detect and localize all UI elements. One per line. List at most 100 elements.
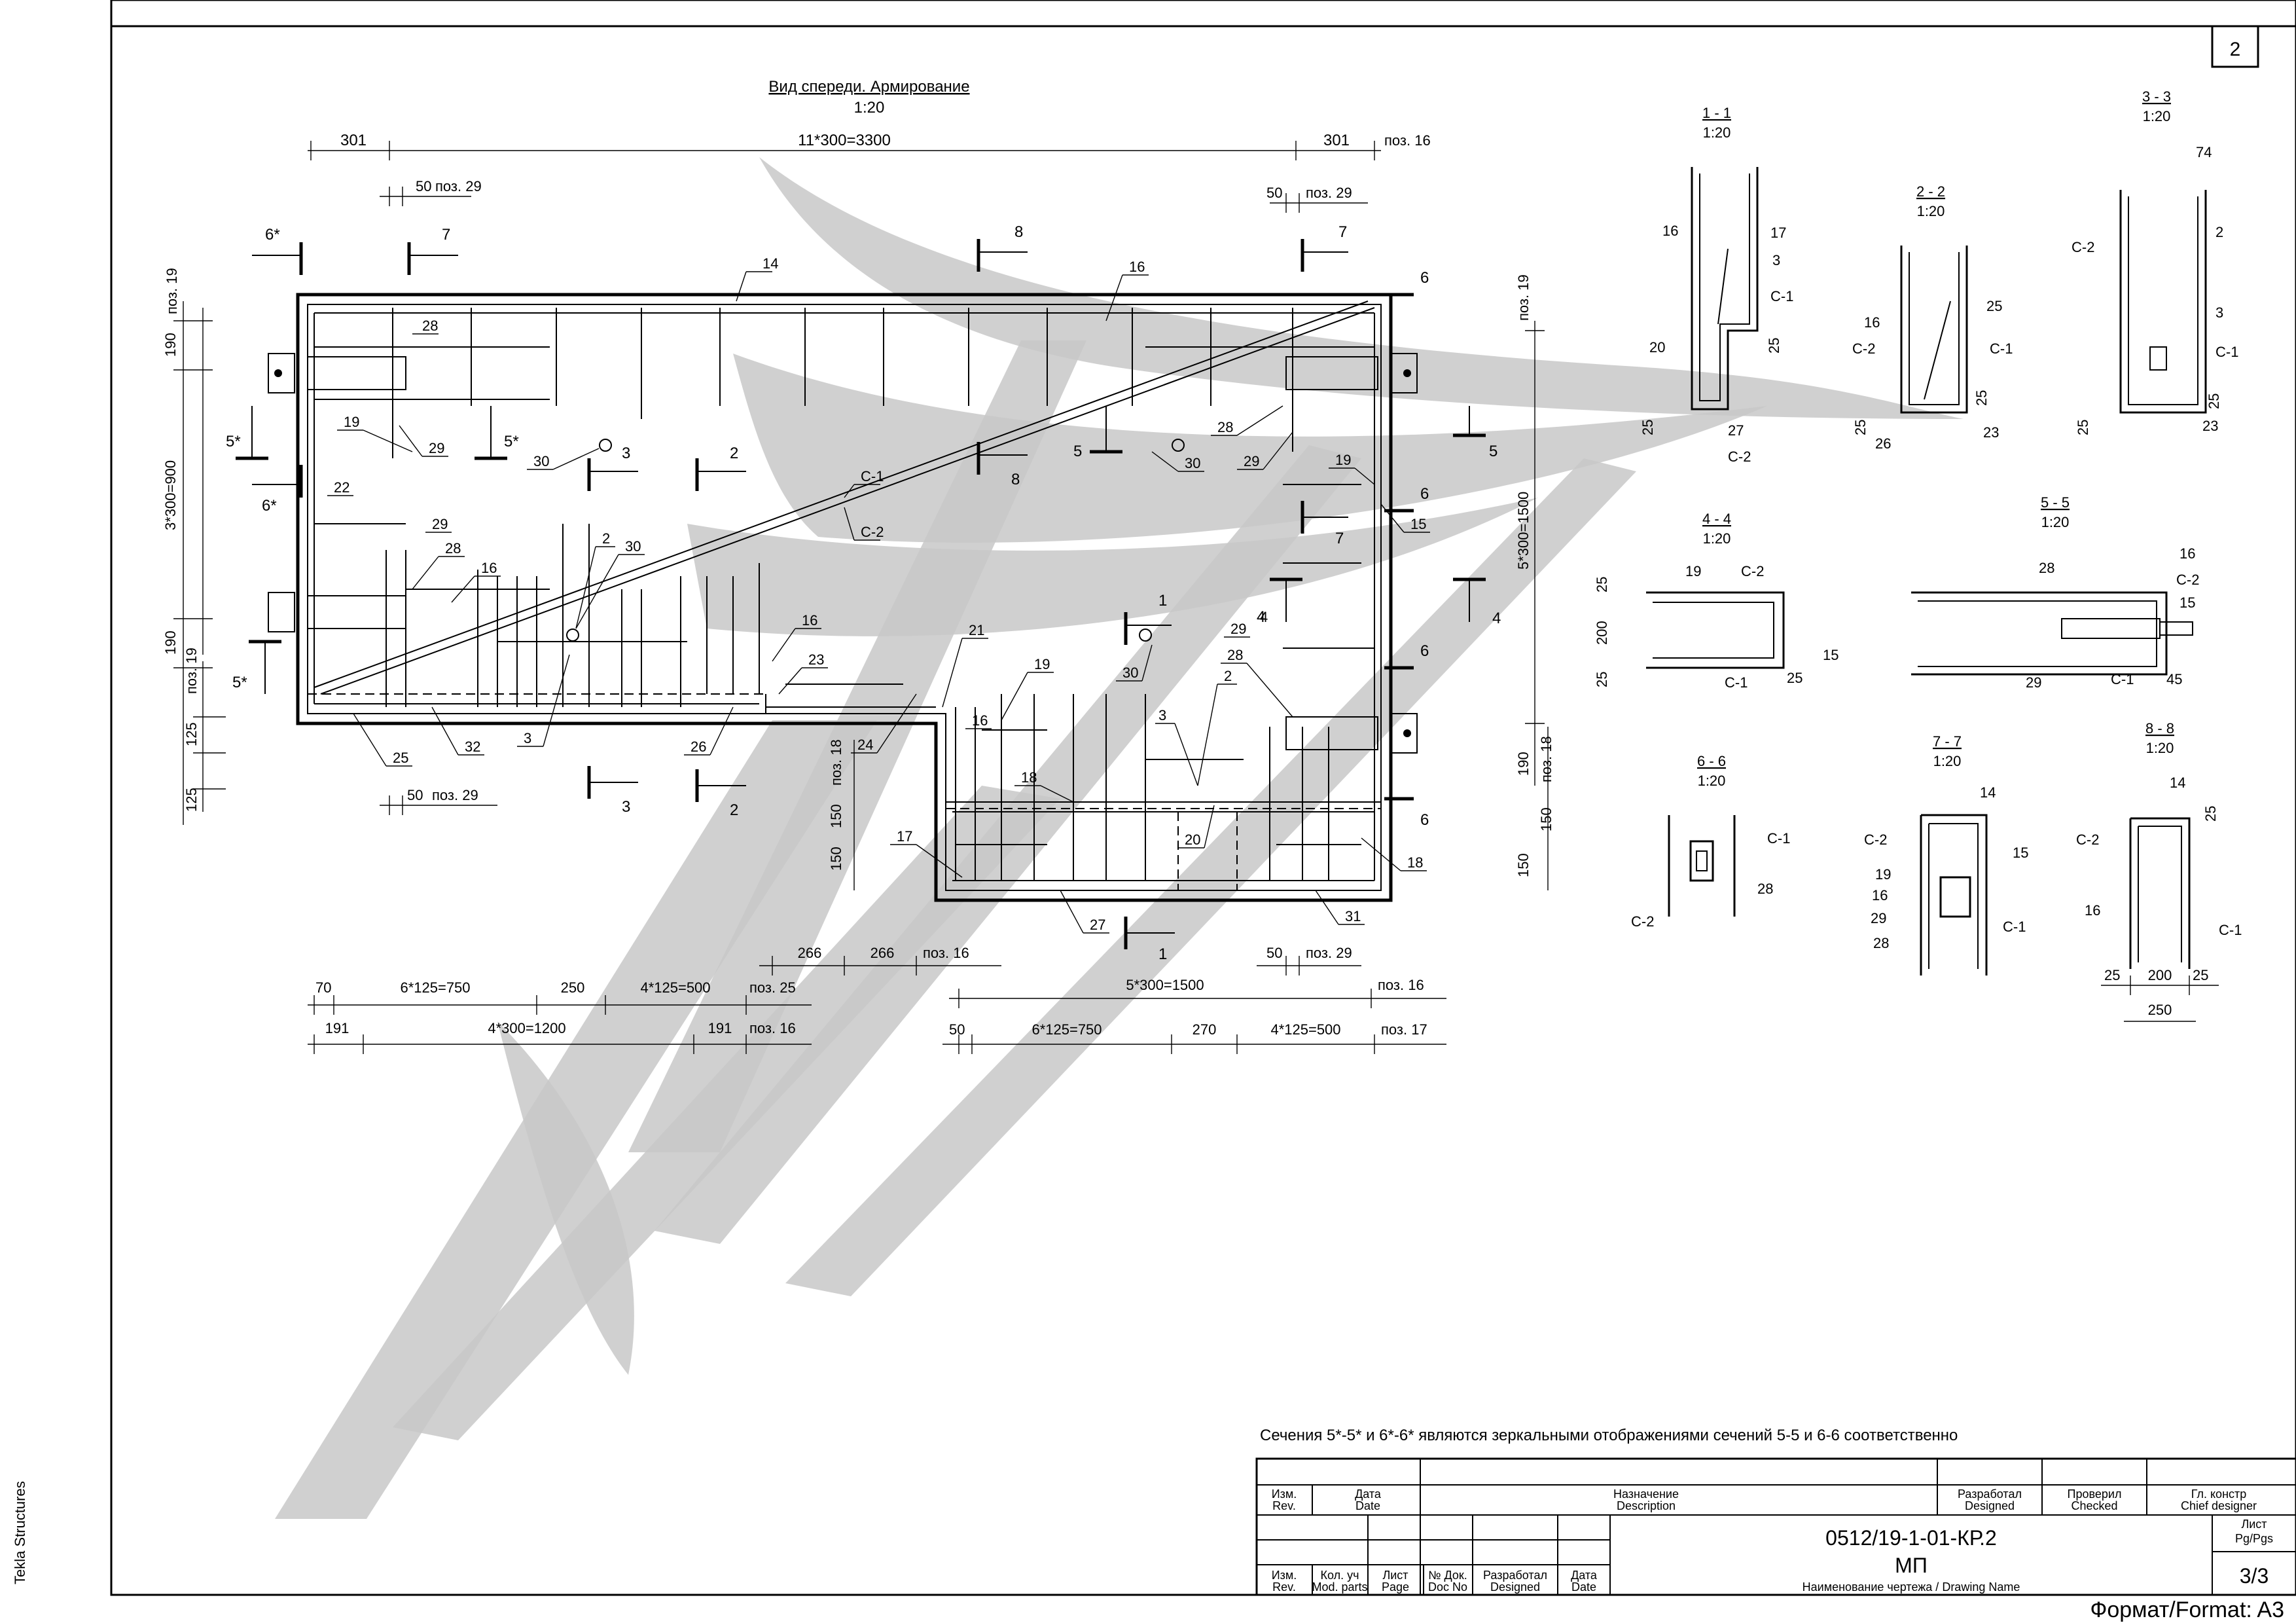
section-1-1-label: 1 - 1	[1702, 105, 1731, 121]
mark-6-mid: 6	[1420, 485, 1429, 503]
sheet-frame: 2	[110, 0, 2296, 1596]
s22-25: 25	[1986, 298, 2002, 314]
dim-b1-250: 250	[561, 979, 585, 996]
dim-bottom-mid-pos29: поз. 29	[432, 787, 478, 803]
s55-C1: C-1	[2111, 671, 2134, 687]
s44-25b: 25	[1594, 672, 1610, 687]
pos-30-step: 30	[1122, 665, 1138, 681]
section-8-8-label: 8 - 8	[2145, 720, 2174, 737]
tb-col-date-1: Дата	[1571, 1569, 1598, 1582]
section-5-5: 5 - 5 1:20 28 16 C-2 15 29 C-1 45	[1911, 494, 2199, 691]
tb-head-date-2: Date	[1355, 1499, 1380, 1512]
pos-28-left2: 28	[445, 540, 461, 556]
pos-C1-mid: C-1	[861, 468, 884, 484]
mark-6-lower: 6	[1420, 642, 1429, 660]
s88-250: 250	[2148, 1002, 2172, 1018]
tb-col-dev-1: Разработал	[1483, 1569, 1547, 1582]
stirrups-bottom-left	[386, 524, 760, 707]
dim-br2-pos17: поз. 17	[1381, 1021, 1427, 1038]
tb-head-chief-2: Chief designer	[2181, 1499, 2257, 1512]
tb-col-rev-2: Rev.	[1272, 1580, 1296, 1594]
tb-col-sheet-2: Page	[1382, 1580, 1409, 1594]
s55-28: 28	[2039, 560, 2054, 576]
pos-30-right: 30	[1185, 455, 1200, 471]
s33-C1: C-1	[2215, 344, 2238, 360]
mark-5star-mid: 5*	[504, 433, 519, 450]
stirrups-step	[955, 694, 1329, 881]
tb-col-qty-2: Mod. parts	[1312, 1580, 1367, 1594]
mark-4-right: 4	[1492, 610, 1501, 627]
section-7-7-scale: 1:20	[1933, 753, 1962, 769]
s88-14: 14	[2170, 775, 2185, 791]
section-7-7: 7 - 7 1:20 14 C-2 15 19 16 29 28 C-1	[1864, 733, 2028, 976]
pos-15: 15	[1410, 516, 1426, 532]
s77-C2: C-2	[1864, 831, 1887, 848]
mark-1-top: 1	[1158, 592, 1167, 610]
section-6-6-scale: 1:20	[1698, 773, 1726, 789]
dim-left-pos19-top: поз. 19	[164, 268, 180, 314]
s11-16: 16	[1662, 223, 1678, 239]
s66-C2: C-2	[1631, 913, 1654, 930]
mark-5-right: 5	[1489, 443, 1498, 460]
pos-16-mid: 16	[802, 612, 817, 629]
pos-24: 24	[857, 737, 873, 753]
dim-right-190: 190	[1515, 752, 1532, 776]
section-5-5-scale: 1:20	[2041, 514, 2070, 530]
pos-29-left2: 29	[432, 516, 448, 532]
dim-b0-50: 50	[1266, 945, 1282, 961]
tb-col-rev-1: Изм.	[1272, 1569, 1297, 1582]
tb-head-date-1: Дата	[1355, 1487, 1382, 1501]
pos-3-left: 3	[524, 730, 531, 746]
dim-top2-right-pos29: поз. 29	[1306, 185, 1352, 201]
pos-26: 26	[691, 739, 706, 755]
dim-left-pos19-bottom: поз. 19	[183, 647, 200, 694]
s11-3: 3	[1772, 252, 1780, 268]
s55-16: 16	[2179, 545, 2195, 562]
position-labels: 14 16 28 19 29 22 29 28 16 2 30 30 3	[327, 255, 1430, 934]
s33-2: 2	[2215, 224, 2223, 240]
mark-5-mid: 5	[1073, 443, 1082, 460]
front-view-title: Вид спереди. Армирование	[768, 78, 969, 96]
s44-15: 15	[1823, 647, 1839, 663]
dim-left-190-top: 190	[162, 333, 179, 357]
s22-25c: 25	[1852, 420, 1869, 435]
pos-19-step: 19	[1034, 656, 1050, 672]
dim-top: 301 11*300=3300 301 поз. 16 50 поз. 29 5…	[308, 132, 1431, 213]
pos-31: 31	[1345, 908, 1361, 924]
s77-19: 19	[1875, 866, 1891, 883]
s66-C1: C-1	[1767, 830, 1790, 847]
tb-drawing-short: МП	[1895, 1554, 1928, 1577]
dim-left-900: 3*300=900	[162, 460, 179, 530]
section-2-2-scale: 1:20	[1917, 203, 1945, 219]
dim-top-301-right: 301	[1323, 132, 1350, 149]
pos-21: 21	[969, 622, 984, 638]
pos-30-top-left: 30	[533, 453, 549, 469]
pos-4-step: 4	[1260, 609, 1268, 625]
s77-14: 14	[1980, 784, 1996, 801]
pos-16-left2: 16	[481, 560, 497, 576]
s11-25a: 25	[1766, 338, 1782, 354]
dim-bottom-mid-50: 50	[407, 787, 423, 803]
pos-19-left: 19	[344, 414, 359, 430]
horizontal-bars	[314, 346, 1374, 845]
tb-col-doc-2: Doc No	[1428, 1580, 1467, 1594]
tb-sheet-label-1: Лист	[2241, 1518, 2267, 1531]
mark-2-top: 2	[730, 445, 738, 462]
mark-1-bottom: 1	[1158, 945, 1167, 963]
dim-b2-1200: 4*300=1200	[488, 1020, 565, 1036]
tb-head-designed-2: Designed	[1965, 1499, 2015, 1512]
mark-4-left: 4	[1257, 608, 1265, 626]
dim-b1-750: 6*125=750	[400, 979, 470, 996]
dim-top-span: 11*300=3300	[798, 132, 891, 149]
sections-note: Сечения 5*-5* и 6*-6* являются зеркальны…	[1260, 1427, 1958, 1444]
mark-6star-top: 6*	[265, 226, 280, 244]
mark-6-bottom: 6	[1420, 811, 1429, 829]
section-4-4: 4 - 4 1:20 19 C-2 25 200 25 15 C-1 25	[1594, 511, 1839, 691]
section-5-5-label: 5 - 5	[2041, 494, 2070, 511]
section-markers: 6* 7 8 7 6 6* 5* 5* 5* 5	[226, 223, 1501, 963]
stirrups-top	[392, 308, 1293, 458]
s11-17: 17	[1770, 225, 1786, 241]
s88-25a: 25	[2202, 806, 2219, 822]
mark-7-top-right: 7	[1338, 223, 1347, 241]
s22-26: 26	[1875, 435, 1891, 452]
